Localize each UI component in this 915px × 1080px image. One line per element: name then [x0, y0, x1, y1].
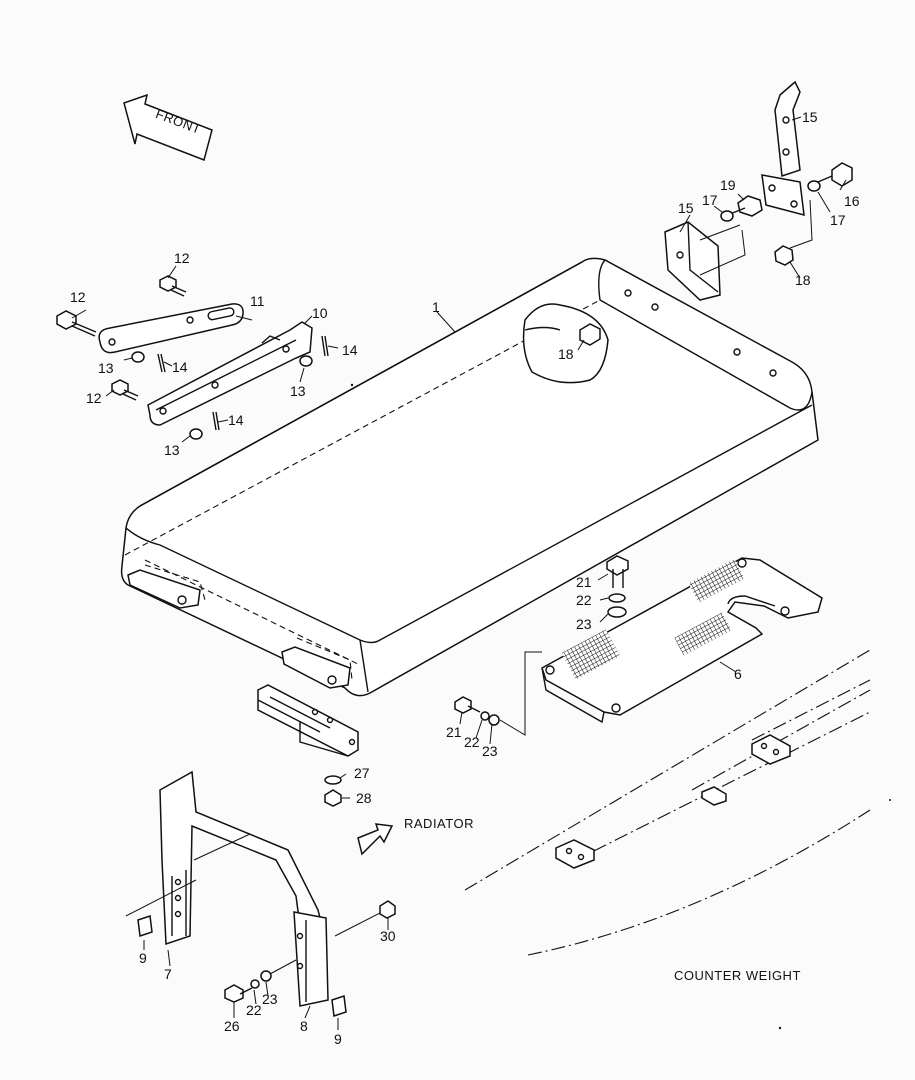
hinge-block — [257, 684, 359, 807]
callout-12c: 12 — [86, 390, 102, 406]
callout-18b: 18 — [795, 272, 811, 288]
hood-nut — [579, 323, 601, 346]
callout-18a: 18 — [558, 346, 574, 362]
callout-16: 16 — [844, 193, 860, 209]
counter-weight-label: COUNTER WEIGHT — [674, 968, 801, 983]
callout-14c: 14 — [228, 412, 244, 428]
front-arrow: FRONT — [123, 93, 213, 162]
callout-9b: 9 — [334, 1031, 342, 1047]
radiator-arrow — [357, 823, 394, 856]
callout-28: 28 — [356, 790, 372, 806]
callout-13a: 13 — [98, 360, 114, 376]
callout-10: 10 — [312, 305, 328, 321]
callout-30: 30 — [380, 928, 396, 944]
radiator-label: RADIATOR — [404, 816, 474, 831]
callout-21b: 21 — [446, 724, 462, 740]
callout-21a: 21 — [576, 574, 592, 590]
callout-23a: 23 — [576, 616, 592, 632]
engine-hood — [120, 257, 819, 697]
callout-13b: 13 — [290, 383, 306, 399]
callout-22a: 22 — [576, 592, 592, 608]
callout-22b: 22 — [464, 734, 480, 750]
callout-19: 19 — [720, 177, 736, 193]
callout-leaders — [71, 116, 847, 1030]
callout-6: 6 — [734, 666, 742, 682]
callout-11: 11 — [250, 293, 265, 309]
callout-23b: 23 — [482, 743, 498, 759]
callout-15b: 15 — [678, 200, 694, 216]
plate-fasteners — [454, 555, 629, 736]
callout-14b: 14 — [342, 342, 358, 358]
callout-26: 26 — [224, 1018, 240, 1034]
callout-23c: 23 — [262, 991, 278, 1007]
callout-15a: 15 — [802, 109, 818, 125]
callout-17b: 17 — [830, 212, 846, 228]
callout-14a: 14 — [172, 359, 188, 375]
hood-lock-assembly — [664, 80, 853, 301]
counter-weight-outline — [464, 649, 871, 956]
stay-fasteners — [56, 275, 329, 440]
callout-9a: 9 — [139, 950, 147, 966]
callout-7: 7 — [164, 966, 172, 982]
callout-8: 8 — [300, 1018, 308, 1034]
lower-bracket-assembly — [125, 770, 396, 1018]
callout-1: 1 — [432, 299, 440, 315]
callout-12a: 12 — [70, 289, 86, 305]
callout-17a: 17 — [702, 192, 718, 208]
callout-27: 27 — [354, 765, 370, 781]
hood-stay-assembly — [98, 303, 313, 426]
callout-22c: 22 — [246, 1002, 262, 1018]
callout-13c: 13 — [164, 442, 180, 458]
callout-12b: 12 — [174, 250, 190, 266]
plate-mesh — [561, 558, 745, 680]
callout-numbers: 1 6 7 8 9 9 10 11 12 12 12 13 13 13 14 1… — [70, 109, 860, 1047]
